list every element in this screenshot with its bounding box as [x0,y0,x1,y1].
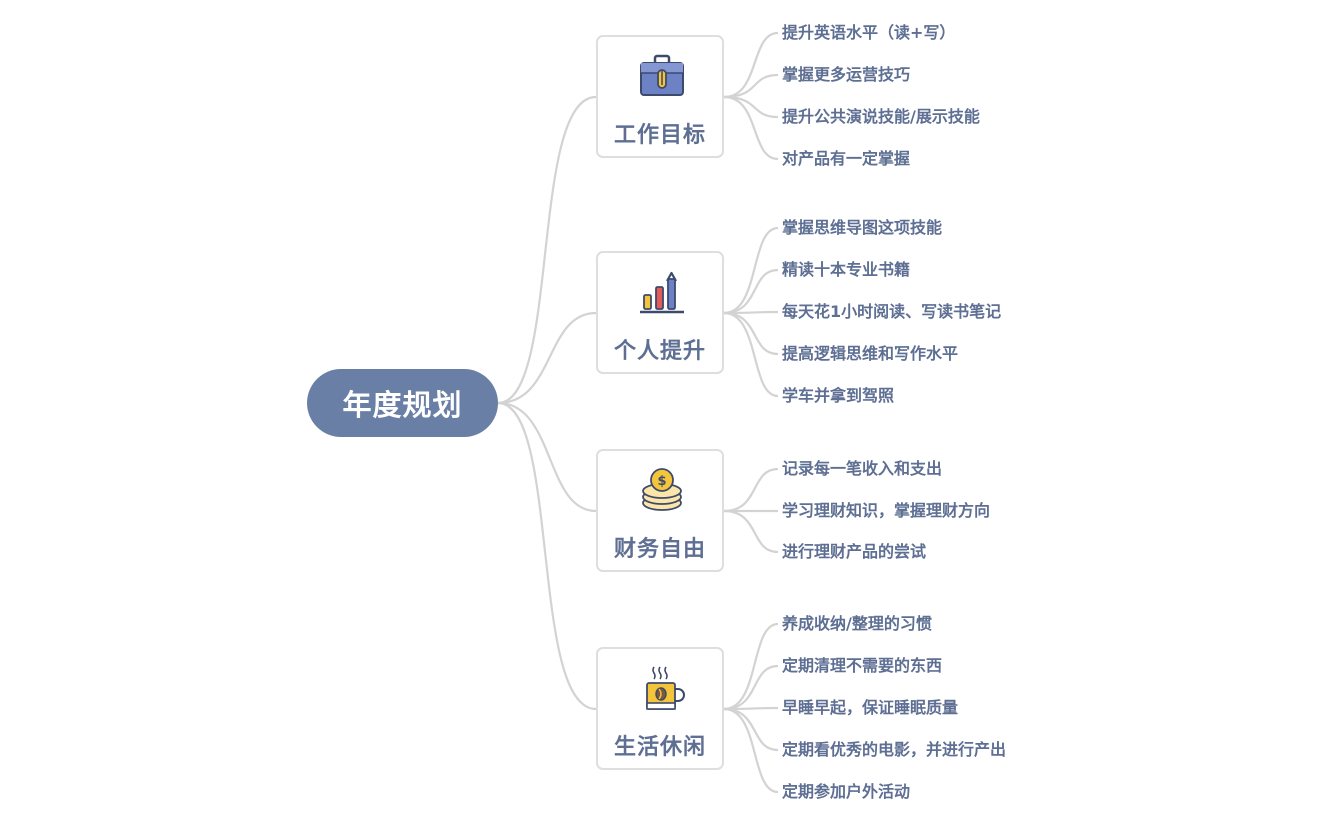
leaf-topic[interactable]: 进行理财产品的尝试 [782,542,927,561]
branch-label: 财务自由 [613,537,706,562]
connector-life-leaf-2 [723,664,779,711]
leaf-topic[interactable]: 提升公共演说技能/展示技能 [782,107,980,126]
leaf-topic[interactable]: 掌握更多运营技巧 [782,65,911,84]
connector-root-to-finance [497,401,597,513]
connector-work-leaf-4 [723,95,779,161]
leaf-topic[interactable]: 记录每一笔收入和支出 [782,459,943,478]
leaf-topic[interactable]: 提升英语水平（读+写） [782,23,956,42]
leaf-topic[interactable]: 提高逻辑思维和写作水平 [782,344,959,363]
branch-label: 生活休闲 [613,735,706,760]
leaf-topic[interactable]: 定期参加户外活动 [782,782,911,801]
connector-work-leaf-3 [723,95,779,119]
leaf-topic[interactable]: 学车并拿到驾照 [782,386,895,405]
connector-life-leaf-1 [723,622,779,711]
branch-node-life[interactable]: 生活休闲 [596,647,724,770]
svg-text:$: $ [657,474,666,489]
connector-work-leaf-1 [723,31,779,99]
connector-root-to-growth [497,311,597,405]
branch-label: 工作目标 [613,123,706,148]
connector-root-to-life [497,401,597,711]
leaf-topic[interactable]: 掌握思维导图这项技能 [782,218,943,237]
leaf-topic[interactable]: 对产品有一定掌握 [782,149,911,168]
connector-work-leaf-2 [723,73,779,99]
growth-chart-icon [640,271,684,314]
connector-finance-leaf-1 [723,467,779,513]
briefcase-icon [640,54,684,96]
connector-root-to-work [497,95,597,405]
connector-growth-leaf-1 [723,226,779,315]
connector-finance-leaf-3 [723,509,779,554]
leaf-topic[interactable]: 每天花1小时阅读、写读书笔记 [782,302,1002,321]
branch-node-growth[interactable]: 个人提升 [596,251,724,374]
root-label: 年度规划 [342,388,463,422]
leaf-topic[interactable]: 精读十本专业书籍 [782,260,911,279]
coffee-cup-icon [646,666,685,710]
branch-node-work[interactable]: 工作目标 [596,35,724,158]
connector-growth-leaf-2 [723,268,779,315]
branch-label: 个人提升 [613,339,706,364]
leaf-topic[interactable]: 学习理财知识，掌握理财方向 [782,501,991,520]
leaf-topic[interactable]: 定期看优秀的电影，并进行产出 [782,740,1007,759]
leaf-topic[interactable]: 定期清理不需要的东西 [782,656,943,675]
leaf-topic[interactable]: 早睡早起，保证睡眠质量 [782,698,959,717]
leaf-topic[interactable]: 养成收纳/整理的习惯 [782,614,932,633]
root-node[interactable]: 年度规划 [307,369,498,437]
branch-node-finance[interactable]: $ 财务自由 [596,449,724,572]
connector-life-leaf-5 [723,707,779,794]
coin-stack-icon: $ [642,468,682,511]
connector-growth-leaf-5 [723,311,779,398]
